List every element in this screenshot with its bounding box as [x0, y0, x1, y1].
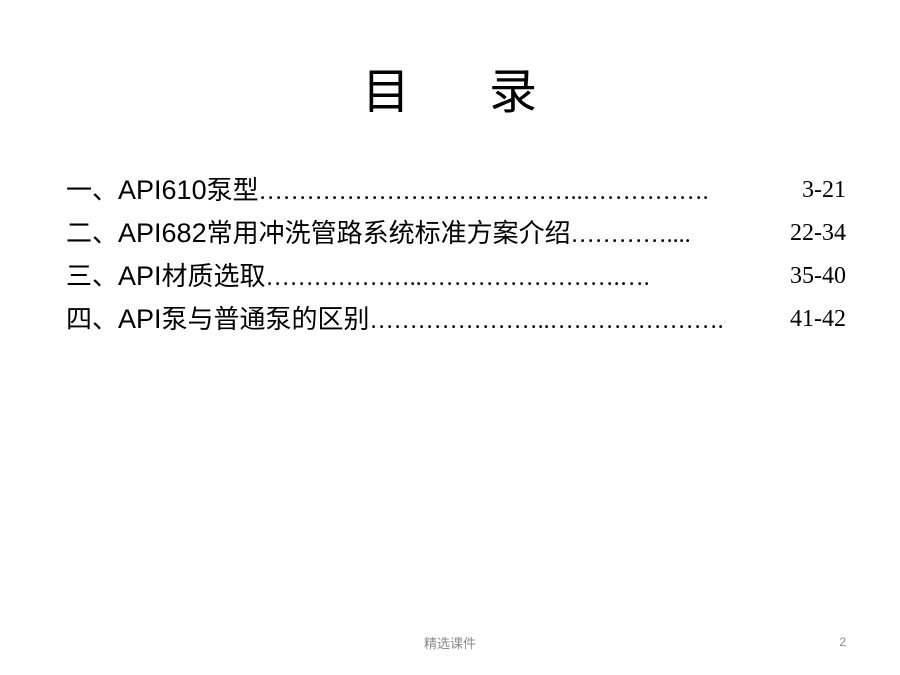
toc-item-api: API — [118, 304, 162, 334]
toc-item-pages: 22-34 — [788, 213, 846, 253]
toc-item-1[interactable]: 一、API610泵型…………………………………..……………. 3-21 — [66, 170, 846, 213]
toc-item-api: API — [118, 261, 162, 291]
toc-item-prefix: 四、 — [66, 305, 119, 335]
toc-item-dots: ………….... — [570, 222, 691, 248]
slide-title: 目录 — [0, 62, 900, 122]
footer-label: 精选课件 — [423, 637, 476, 652]
toc-item-dots: ………………..…………………….…. — [265, 265, 650, 291]
toc-item-text: 常用冲洗管路系统标准方案介绍 — [206, 219, 571, 249]
toc-item-prefix: 三、 — [66, 262, 119, 292]
table-of-contents: 一、API610泵型…………………………………..……………. 3-21 二、A… — [66, 170, 846, 342]
toc-item-4[interactable]: 四、API泵与普通泵的区别…………………..…………………. 41-42 — [66, 299, 846, 342]
toc-item-text: 泵与普通泵的区别 — [161, 305, 370, 335]
toc-item-pages: 35-40 — [788, 256, 846, 296]
page-number: 2 — [839, 635, 846, 649]
toc-item-api: API682 — [118, 218, 207, 248]
toc-item-dots: …………………..…………………. — [369, 308, 724, 334]
toc-item-prefix: 一、 — [66, 176, 119, 206]
toc-item-2[interactable]: 二、API682常用冲洗管路系统标准方案介绍………….... 22-34 — [66, 213, 846, 256]
title-char-2: 录 — [489, 64, 539, 120]
toc-item-api: API610 — [118, 175, 207, 205]
toc-item-prefix: 二、 — [66, 219, 119, 249]
toc-item-text: 材质选取 — [161, 262, 266, 292]
toc-item-3[interactable]: 三、API材质选取………………..…………………….…. 35-40 — [66, 256, 846, 299]
title-char-1: 目 — [361, 64, 411, 120]
toc-item-text: 泵型 — [206, 176, 259, 206]
toc-item-pages: 41-42 — [788, 299, 846, 339]
toc-item-dots: …………………………………..……………. — [258, 179, 709, 205]
toc-item-pages: 3-21 — [800, 170, 846, 210]
